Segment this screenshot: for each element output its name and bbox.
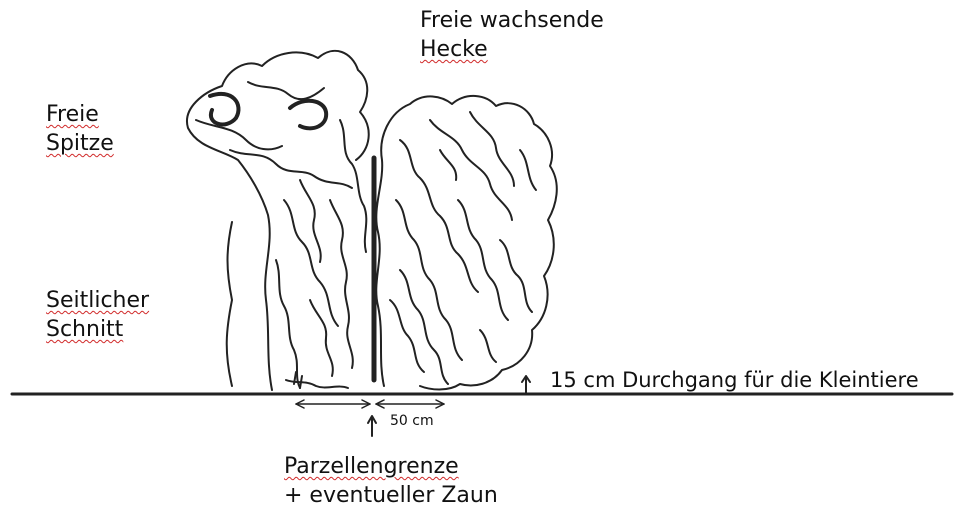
label-border: Parzellengrenze + eventueller Zaun: [284, 452, 498, 510]
label-border-line2: + eventueller Zaun: [284, 483, 498, 508]
label-hedge: Freie wachsende Hecke: [420, 6, 604, 64]
label-hedge-line2: Hecke: [420, 37, 488, 62]
label-border-line1: Parzellengrenze: [284, 454, 459, 479]
left-hedge-outline: [187, 51, 369, 390]
label-top: Freie Spitze: [46, 100, 114, 158]
side-cut-brace: [227, 222, 232, 386]
label-passage: 15 cm Durchgang für die Kleintiere: [550, 366, 919, 395]
label-width-text: 50 cm: [390, 413, 434, 429]
label-passage-text: 15 cm Durchgang für die Kleintiere: [550, 368, 919, 392]
label-width: 50 cm: [390, 412, 434, 430]
label-side-line1: Seitlicher: [46, 288, 149, 313]
label-hedge-line1: Freie wachsende: [420, 8, 604, 33]
right-hedge-outline: [376, 96, 557, 390]
label-side: Seitlicher Schnitt: [46, 286, 149, 344]
label-side-line2: Schnitt: [46, 317, 123, 342]
label-top-line2: Spitze: [46, 131, 114, 156]
label-top-line1: Freie: [46, 102, 99, 127]
